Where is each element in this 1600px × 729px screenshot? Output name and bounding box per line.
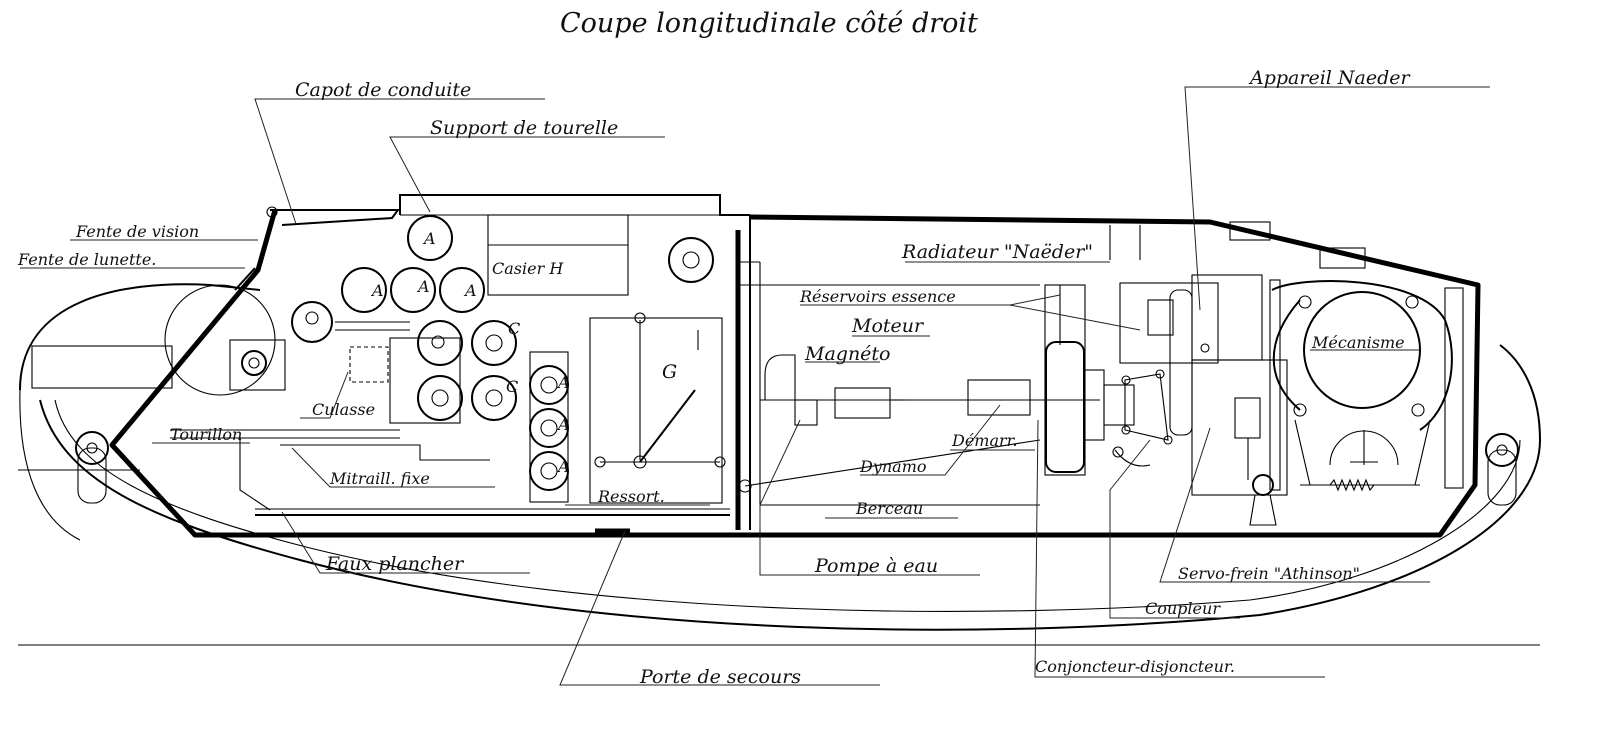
label-c-2: C [506, 377, 518, 396]
label-g: G [662, 361, 677, 383]
engine-compartment [738, 261, 1288, 506]
label-a-3: A [416, 277, 430, 296]
label-magneto: Magnéto [804, 343, 891, 365]
label-demarr: Démarr. [951, 431, 1018, 450]
label-fente-de-lunette: Fente de lunette. [17, 250, 156, 269]
diagram-title: Coupe longitudinale côté droit [560, 8, 978, 39]
label-dynamo: Dynamo [859, 457, 927, 476]
label-a-2: A [370, 281, 384, 300]
label-casier-h: Casier H [492, 259, 564, 278]
label-a-7: A [556, 457, 570, 476]
label-a-6: A [556, 415, 570, 434]
label-pompe-a-eau: Pompe à eau [814, 555, 938, 577]
label-moteur: Moteur [851, 315, 925, 337]
labels: Capot de conduite Support de tourelle Fe… [17, 67, 1411, 688]
label-porte-de-secours: Porte de secours [639, 666, 801, 688]
label-a-1: A [422, 229, 436, 248]
label-culasse: Culasse [312, 400, 375, 419]
label-mecanisme: Mécanisme [1311, 333, 1405, 352]
label-servo-frein: Servo-frein "Athinson" [1178, 564, 1360, 583]
label-reservoirs-essence: Réservoirs essence [799, 287, 956, 306]
label-coupleur: Coupleur [1145, 599, 1221, 618]
label-berceau: Berceau [855, 499, 923, 518]
label-tourillon: Tourillon [170, 425, 242, 444]
label-mitraill-fixe: Mitraill. fixe [329, 469, 430, 488]
hull-outline [109, 194, 1481, 538]
label-c-1: C [508, 319, 520, 338]
label-ressort: Ressort. [597, 487, 665, 506]
ammunition-racks [341, 215, 569, 491]
label-conjoncteur-disjoncteur: Conjoncteur-disjoncteur. [1035, 657, 1235, 676]
label-a-4: A [463, 281, 477, 300]
label-capot-de-conduite: Capot de conduite [295, 79, 471, 101]
label-a-5: A [556, 373, 570, 392]
label-appareil-naeder: Appareil Naeder [1248, 67, 1411, 89]
leader-lines [20, 86, 1490, 686]
steering-mechanism [1249, 279, 1464, 526]
label-fente-de-vision: Fente de vision [75, 222, 199, 241]
front-compartment [164, 214, 726, 511]
label-radiateur-naeder: Radiateur "Naëder" [901, 241, 1093, 263]
label-support-de-tourelle: Support de tourelle [430, 117, 618, 139]
label-faux-plancher: Faux plancher [325, 553, 465, 575]
